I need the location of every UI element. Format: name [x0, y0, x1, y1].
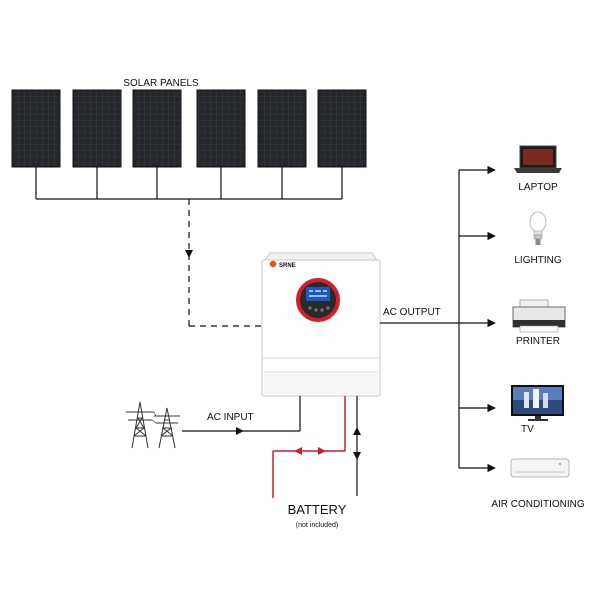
ac-input-label: AC INPUT: [207, 412, 254, 423]
tv-icon: [511, 385, 564, 421]
solar-panel: [72, 89, 122, 168]
device-tv: TV: [511, 385, 564, 435]
air-conditioner-icon: [510, 458, 570, 478]
inverter-lcd: [306, 287, 330, 301]
inverter: SRNE: [261, 252, 381, 397]
battery-arrow-icon: [294, 447, 302, 455]
solar-panel-array: [11, 89, 367, 168]
solar-arrow-icon: [185, 250, 193, 258]
battery-arrow-icon: [353, 427, 361, 435]
battery-arrow-icon: [318, 447, 326, 455]
device-label: PRINTER: [516, 336, 560, 347]
srne-logo-icon: [269, 260, 277, 268]
solar-panel: [257, 89, 307, 168]
laptop-icon: [514, 145, 562, 173]
power-tower-icon: [126, 401, 180, 449]
battery-note: (not included): [296, 522, 338, 529]
device-label: LAPTOP: [518, 182, 558, 193]
solar-panel: [132, 89, 182, 168]
device-printer: PRINTER: [512, 299, 566, 347]
solar-dashed-connection: [188, 199, 262, 327]
device-label: TV: [521, 424, 534, 435]
bulb-icon: [529, 211, 547, 245]
device-air-conditioning: AIR CONDITIONING: [491, 458, 585, 510]
battery-label: BATTERY: [288, 502, 347, 517]
solar-panel: [317, 89, 367, 168]
device-lighting: LIGHTING: [514, 211, 562, 266]
ac-output-wiring: [380, 165, 496, 473]
device-label: LIGHTING: [514, 255, 561, 266]
battery-positive-wiring: [272, 396, 346, 498]
inverter-brand: SRNE: [279, 263, 296, 269]
panel-bus-wiring: [35, 167, 343, 200]
device-label: AIR CONDITIONING: [491, 499, 585, 510]
device-laptop: LAPTOP: [514, 145, 562, 193]
solar-panels-label: SOLAR PANELS: [123, 78, 199, 89]
solar-panel: [196, 89, 246, 168]
ac-input-arrow-icon: [236, 427, 244, 435]
printer-icon: [512, 299, 566, 333]
battery-arrow-icon: [353, 452, 361, 460]
solar-panel: [11, 89, 61, 168]
ac-output-label: AC OUTPUT: [383, 307, 441, 318]
